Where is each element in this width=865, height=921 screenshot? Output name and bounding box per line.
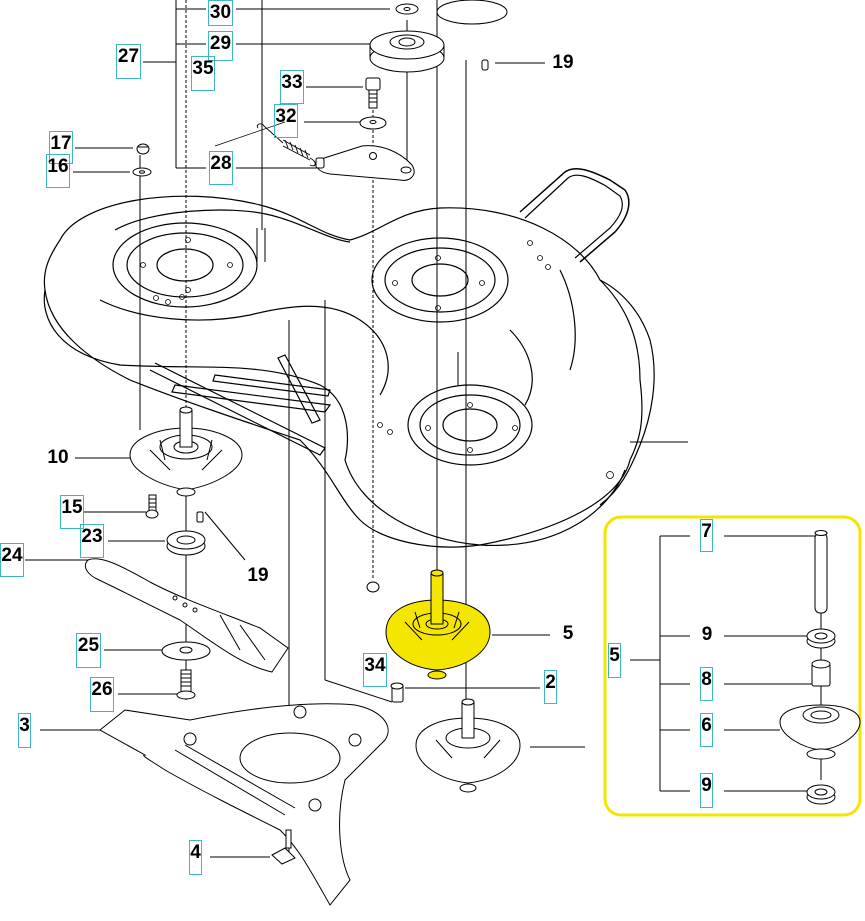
callout-28[interactable]: 28: [209, 151, 233, 185]
callout-15[interactable]: 15: [60, 495, 84, 529]
spring-35[interactable]: [256, 123, 316, 167]
callout-27[interactable]: 27: [116, 44, 141, 79]
callout-34[interactable]: 34: [363, 653, 387, 687]
callout-5-main[interactable]: 5: [562, 623, 574, 644]
callout-26[interactable]: 26: [90, 677, 114, 712]
pulley-29[interactable]: [369, 30, 445, 73]
inset-callout-8[interactable]: 8: [700, 667, 713, 701]
leader-lines: [25, 0, 688, 860]
shaft-7[interactable]: [814, 530, 828, 614]
idler-arm-28[interactable]: [315, 145, 415, 181]
washer-32[interactable]: [359, 116, 387, 130]
callout-17[interactable]: 17: [49, 131, 73, 164]
callout-30[interactable]: 30: [208, 0, 233, 26]
callout-19-left[interactable]: 19: [247, 565, 269, 586]
bearing-9-upper[interactable]: [806, 628, 836, 649]
blade-3[interactable]: [99, 703, 389, 906]
callout-32[interactable]: 32: [274, 104, 298, 138]
callout-10[interactable]: 10: [47, 447, 69, 468]
housing-6[interactable]: [779, 704, 861, 760]
bolt-2[interactable]: [390, 682, 404, 703]
knob-4[interactable]: [271, 829, 296, 865]
nut-17[interactable]: [136, 143, 150, 155]
pin-19-top[interactable]: [481, 59, 489, 71]
mower-deck[interactable]: [43, 168, 655, 548]
callout-25[interactable]: 25: [76, 633, 101, 668]
bolt-26[interactable]: [176, 669, 196, 700]
bearing-23[interactable]: [166, 530, 206, 556]
inset-callout-7[interactable]: 7: [700, 519, 713, 552]
pin-19-left[interactable]: [196, 511, 204, 523]
callout-19-top[interactable]: 19: [552, 52, 574, 73]
callout-23[interactable]: 23: [80, 524, 104, 558]
callout-2[interactable]: 2: [544, 670, 557, 704]
spindle-10[interactable]: [129, 406, 243, 497]
washer-30[interactable]: [395, 3, 419, 15]
callout-29[interactable]: 29: [208, 31, 233, 61]
inset-callout-9-upper[interactable]: 9: [701, 624, 713, 645]
blade-24[interactable]: [84, 558, 289, 673]
spindle-5-highlighted[interactable]: [385, 569, 491, 680]
bolt-15[interactable]: [145, 494, 159, 519]
spindle-lower-right[interactable]: [415, 698, 521, 793]
washer-16[interactable]: [132, 167, 152, 177]
pulley-upper-right[interactable]: [436, 0, 508, 25]
spacer-8[interactable]: [811, 659, 831, 687]
bolt-33[interactable]: [365, 77, 381, 109]
inset-callout-9-lower[interactable]: 9: [700, 773, 713, 808]
inset-group-label-5[interactable]: 5: [608, 643, 621, 678]
callout-3[interactable]: 3: [18, 713, 31, 748]
bearing-9-lower[interactable]: [806, 784, 836, 805]
inset-callout-6[interactable]: 6: [700, 713, 713, 747]
callout-4[interactable]: 4: [189, 840, 202, 875]
callout-24[interactable]: 24: [0, 543, 24, 577]
callout-16[interactable]: 16: [46, 154, 70, 188]
washer-25[interactable]: [161, 641, 211, 661]
nut-34[interactable]: [366, 581, 380, 593]
callout-33[interactable]: 33: [280, 70, 304, 104]
callout-35[interactable]: 35: [191, 56, 215, 91]
